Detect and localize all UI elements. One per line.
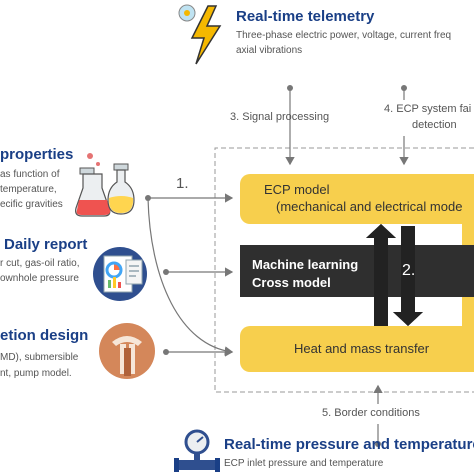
step-2-label-overlay: 2. xyxy=(402,262,416,279)
telemetry-line-1: Three-phase electric power, voltage, cur… xyxy=(236,30,452,41)
dashed-frame xyxy=(214,147,474,393)
label-border-conditions: 5. Border conditions xyxy=(322,407,420,419)
ecp-model-box: ECP model (mechanical and electrical mod… xyxy=(240,174,474,224)
heat-mass-box: Heat and mass transfer xyxy=(240,326,474,372)
label-signal-processing: 3. Signal processing xyxy=(230,111,330,123)
lightning-icon xyxy=(178,2,226,66)
pressure-line-1: ECP inlet pressure and temperature xyxy=(224,458,384,469)
properties-line-2: temperature, xyxy=(0,184,57,195)
pressure-gauge-icon xyxy=(174,428,220,474)
step-1-label: 1. xyxy=(176,175,189,192)
telemetry-line-2: axial vibrations xyxy=(236,45,303,56)
properties-line-1: as function of xyxy=(0,169,60,180)
daily-report-line-1: r cut, gas-oil ratio, xyxy=(0,258,80,269)
curve-properties-to-heat xyxy=(147,197,234,356)
properties-line-3: ecific gravities xyxy=(0,199,63,210)
ecp-model-title: ECP model xyxy=(264,182,330,197)
properties-title: properties xyxy=(0,146,74,163)
completion-line-2: nt, pump model. xyxy=(0,368,72,379)
daily-report-line-2: ownhole pressure xyxy=(0,273,79,284)
telemetry-title: Real-time telemetry xyxy=(236,8,375,25)
completion-title: etion design xyxy=(0,327,89,344)
flask-icon xyxy=(74,150,136,218)
pressure-title: Real-time pressure and temperature xyxy=(224,436,474,453)
ml-model-box: Machine learning Cross model xyxy=(240,245,474,297)
heat-mass-label: Heat and mass transfer xyxy=(294,341,430,356)
report-icon xyxy=(92,246,148,302)
ecp-model-subtitle: (mechanical and electrical mode xyxy=(276,199,463,214)
label-failure-detection-1: 4. ECP system fai xyxy=(384,103,472,115)
completion-line-1: MD), submersible xyxy=(0,352,79,363)
ml-model-line-2: Cross model xyxy=(252,275,331,290)
pump-icon xyxy=(98,322,156,380)
daily-report-title: Daily report xyxy=(4,236,88,253)
label-failure-detection-2: detection xyxy=(412,119,457,131)
ml-model-line-1: Machine learning xyxy=(252,257,359,272)
